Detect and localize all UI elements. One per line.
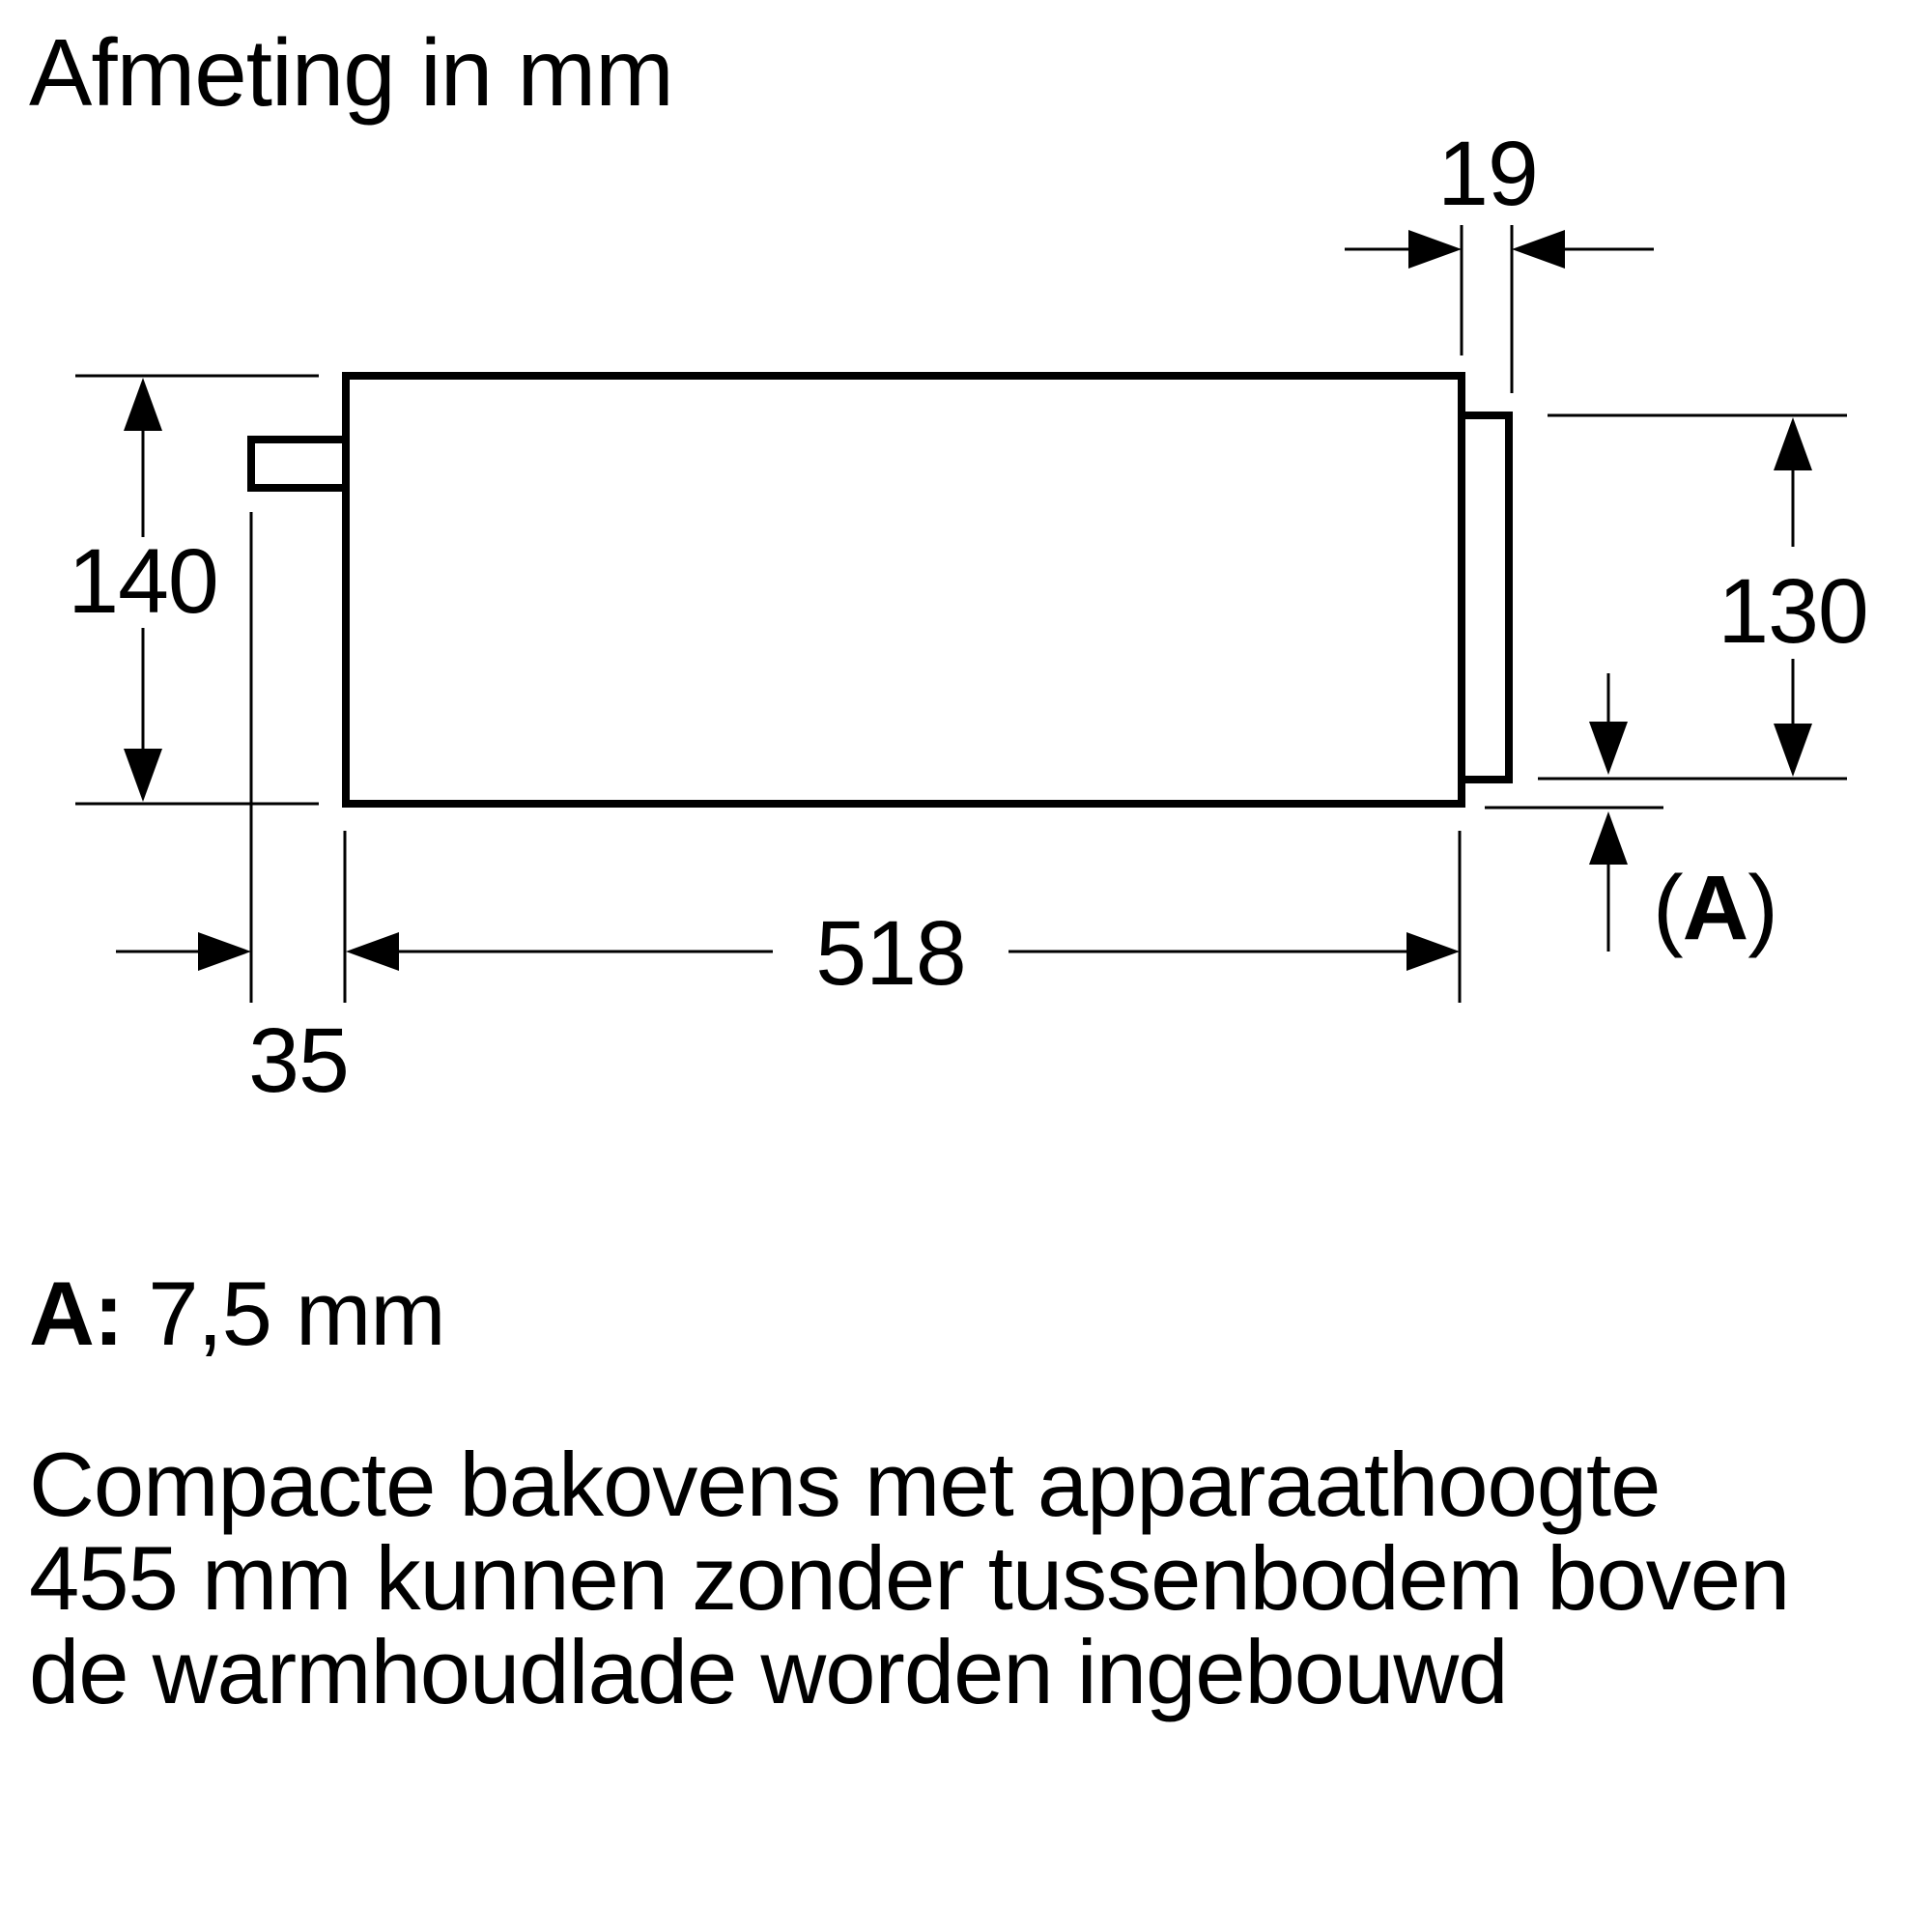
appliance-body-outline — [342, 372, 1465, 808]
dim-19-label: 19 — [1437, 123, 1538, 225]
dim-a-paren-close: ) — [1747, 857, 1777, 959]
page-title: Afmeting in mm — [29, 19, 674, 126]
dim-19-arrow-left-icon — [1512, 230, 1565, 269]
note-line-3: de warmhoudlade worden ingebouwd — [29, 1621, 1509, 1722]
dim-140-label: 140 — [68, 530, 218, 633]
dim-35-arrow-right-icon — [198, 932, 251, 971]
dim-overhang-a: (A) — [1485, 673, 1778, 959]
dim-body-height: 140 — [68, 374, 319, 806]
dim-front-panel-height: 130 — [1538, 413, 1869, 781]
dim-front-panel-thickness: 19 — [1345, 123, 1654, 393]
dim-body-depth: 518 — [346, 831, 1462, 1005]
dim-140-arrow-up-icon — [124, 378, 162, 431]
dim-a-arrow-up-icon — [1589, 811, 1628, 865]
dim-a-label: (A) — [1653, 857, 1777, 959]
appliance-outline — [247, 372, 1513, 808]
dim-a-letter: A — [1683, 857, 1748, 959]
handle-tab-outline — [247, 436, 350, 492]
dim-130-label: 130 — [1718, 560, 1868, 663]
note-line-2: 455 mm kunnen zonder tussenbodem boven — [29, 1527, 1790, 1629]
dim-a-arrow-down-icon — [1589, 722, 1628, 775]
installation-note: Compacte bakovens met apparaathoogte 455… — [29, 1434, 1790, 1722]
dim-518-arrow-right-icon — [1406, 932, 1460, 971]
dim-130-arrow-up-icon — [1774, 417, 1812, 470]
dim-518-label: 518 — [815, 902, 966, 1005]
dim-140-arrow-down-icon — [124, 749, 162, 802]
dim-35-label: 35 — [248, 1009, 349, 1112]
dim-19-arrow-right-icon — [1408, 230, 1462, 269]
front-panel-outline — [1458, 412, 1513, 783]
legend-a-key: A: — [29, 1263, 124, 1364]
note-line-1: Compacte bakovens met apparaathoogte — [29, 1434, 1661, 1535]
dim-handle-depth: 35 — [116, 512, 350, 1112]
legend-a-value: A:7,5 mm — [29, 1263, 446, 1364]
dim-130-arrow-down-icon — [1774, 724, 1812, 777]
legend-a-measure: 7,5 mm — [148, 1263, 445, 1364]
dim-a-paren-open: ( — [1653, 857, 1684, 959]
dim-518-arrow-left-icon — [346, 932, 399, 971]
